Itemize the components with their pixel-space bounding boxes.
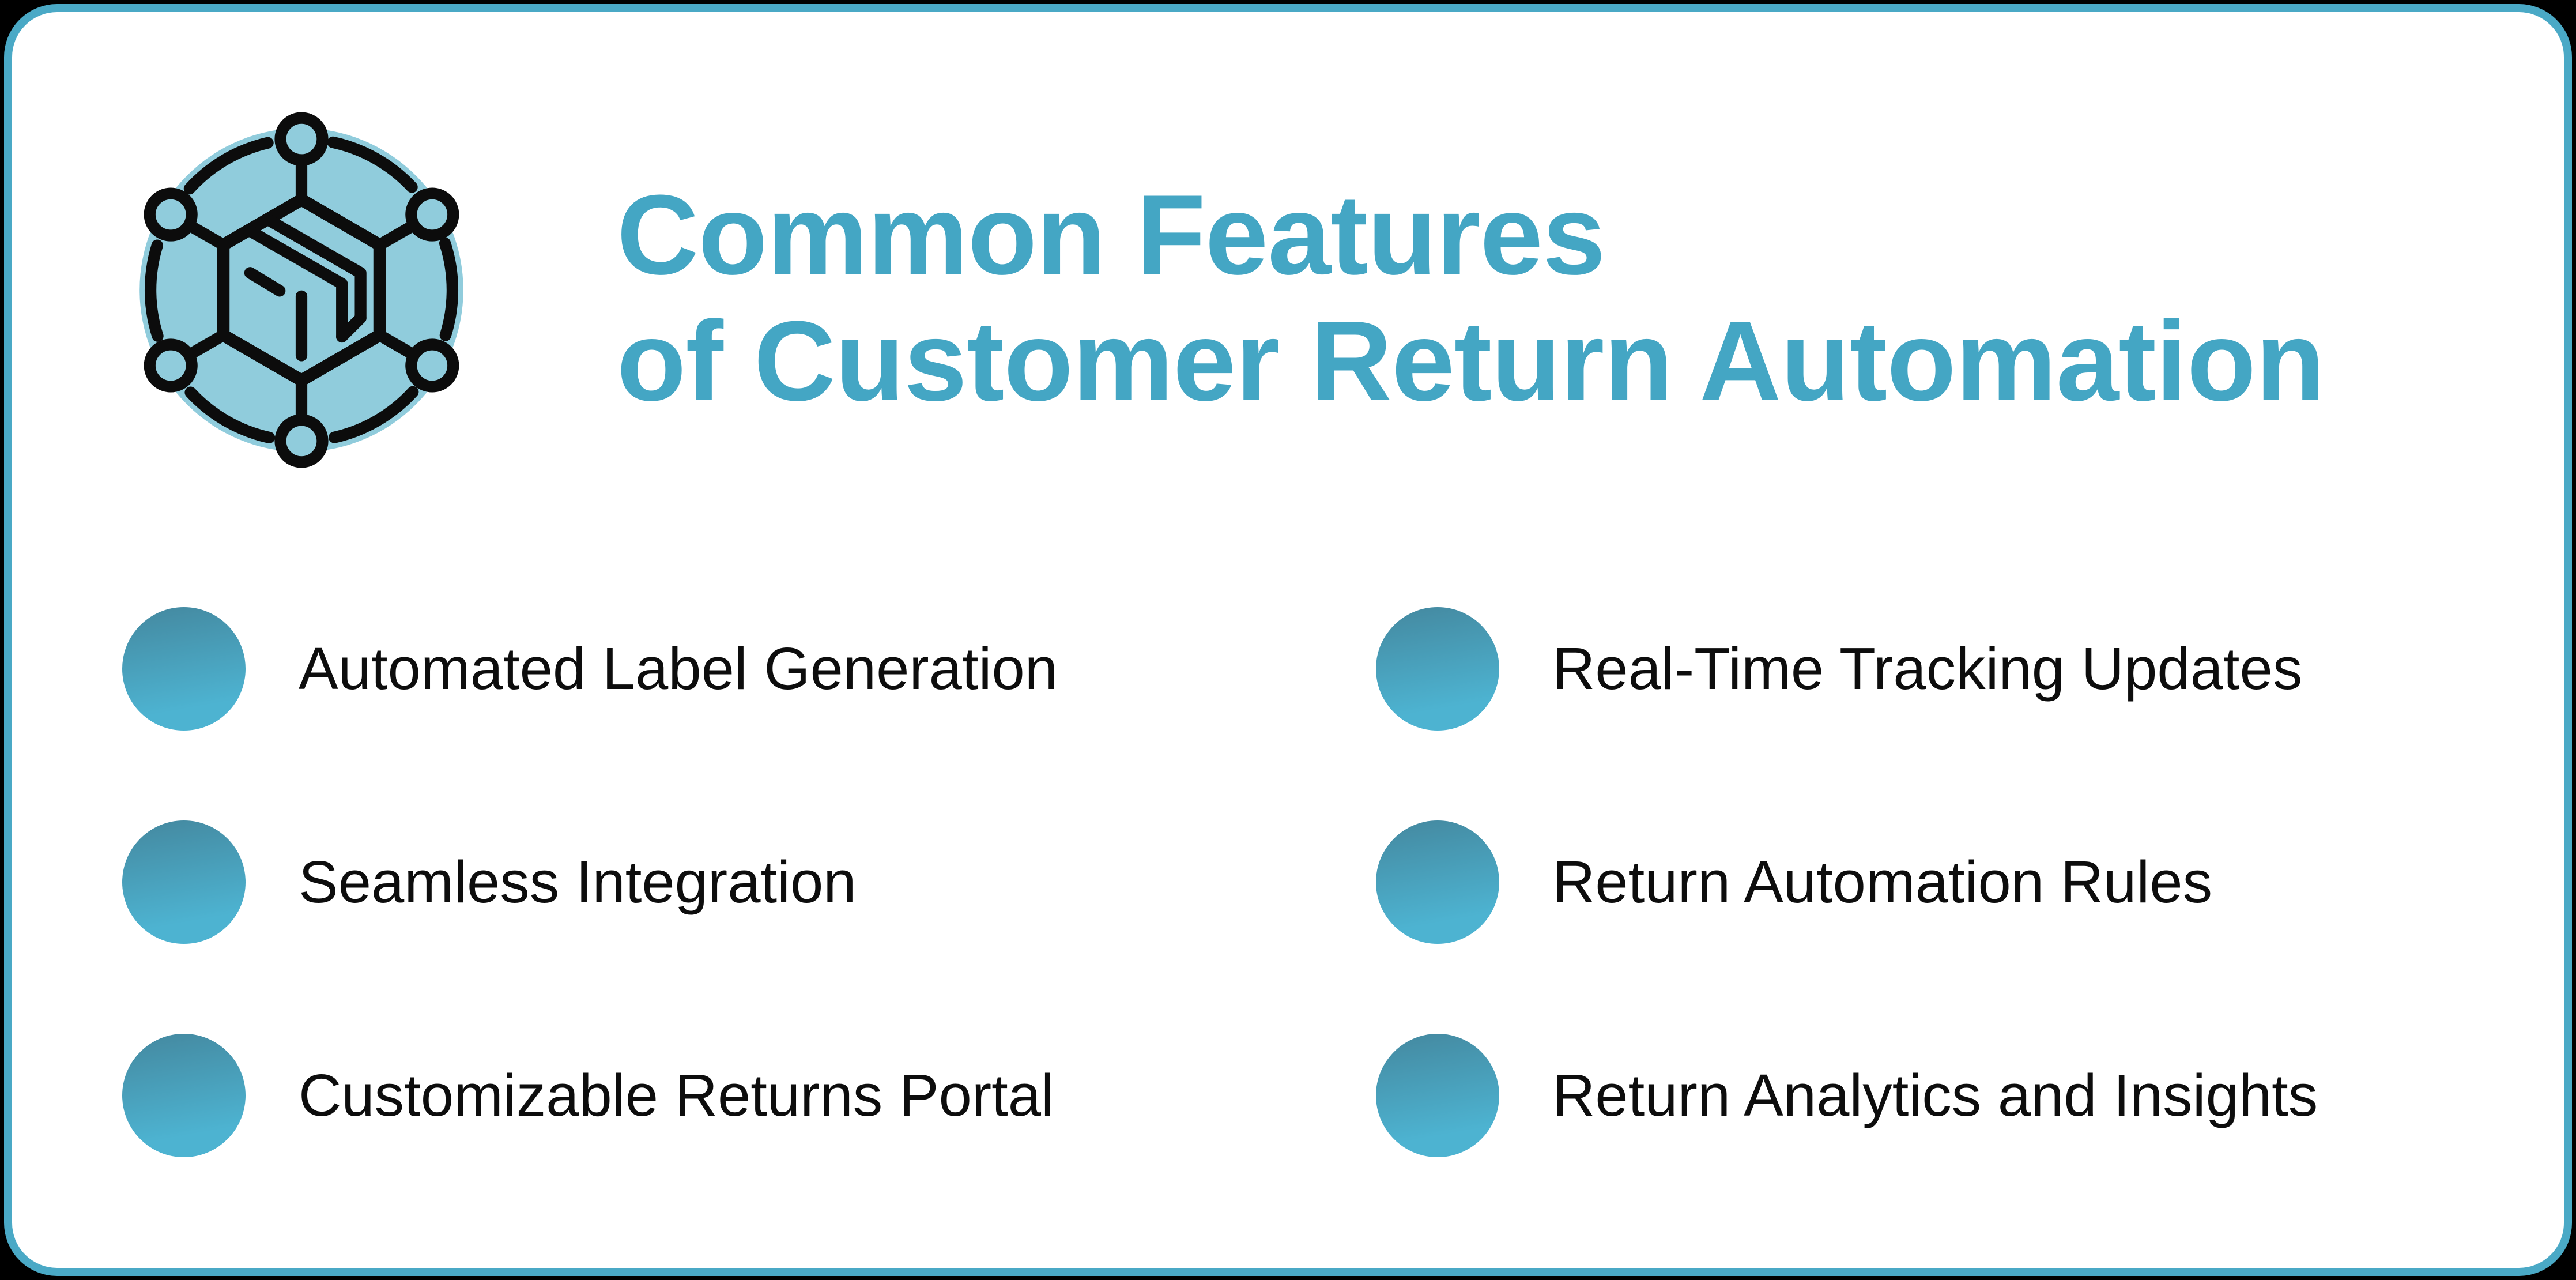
bullet-circle	[1376, 607, 1499, 731]
feature-item: Customizable Returns Portal	[122, 1034, 1058, 1157]
bullet-circle	[122, 820, 246, 944]
feature-item: Return Analytics and Insights	[1376, 1034, 2318, 1157]
feature-label: Automated Label Generation	[299, 635, 1058, 702]
page-title-line1: Common Features	[617, 171, 1606, 298]
bullet-circle	[1376, 1034, 1499, 1157]
feature-item: Seamless Integration	[122, 820, 1058, 944]
bullet-circle	[122, 1034, 246, 1157]
feature-label: Seamless Integration	[299, 849, 857, 915]
feature-label: Real-Time Tracking Updates	[1552, 635, 2303, 702]
bullet-circle	[122, 607, 246, 731]
feature-label: Customizable Returns Portal	[299, 1062, 1054, 1128]
feature-label: Return Automation Rules	[1552, 849, 2213, 915]
feature-item: Real-Time Tracking Updates	[1376, 607, 2318, 731]
feature-column-right: Real-Time Tracking Updates Return Automa…	[1376, 607, 2318, 1247]
feature-column-left: Automated Label Generation Seamless Inte…	[122, 607, 1058, 1247]
feature-item: Automated Label Generation	[122, 607, 1058, 731]
feature-label: Return Analytics and Insights	[1552, 1062, 2318, 1128]
page-title-line2: of Customer Return Automation	[617, 297, 2325, 424]
feature-item: Return Automation Rules	[1376, 820, 2318, 944]
package-network-icon	[115, 103, 488, 477]
bullet-circle	[1376, 820, 1499, 944]
